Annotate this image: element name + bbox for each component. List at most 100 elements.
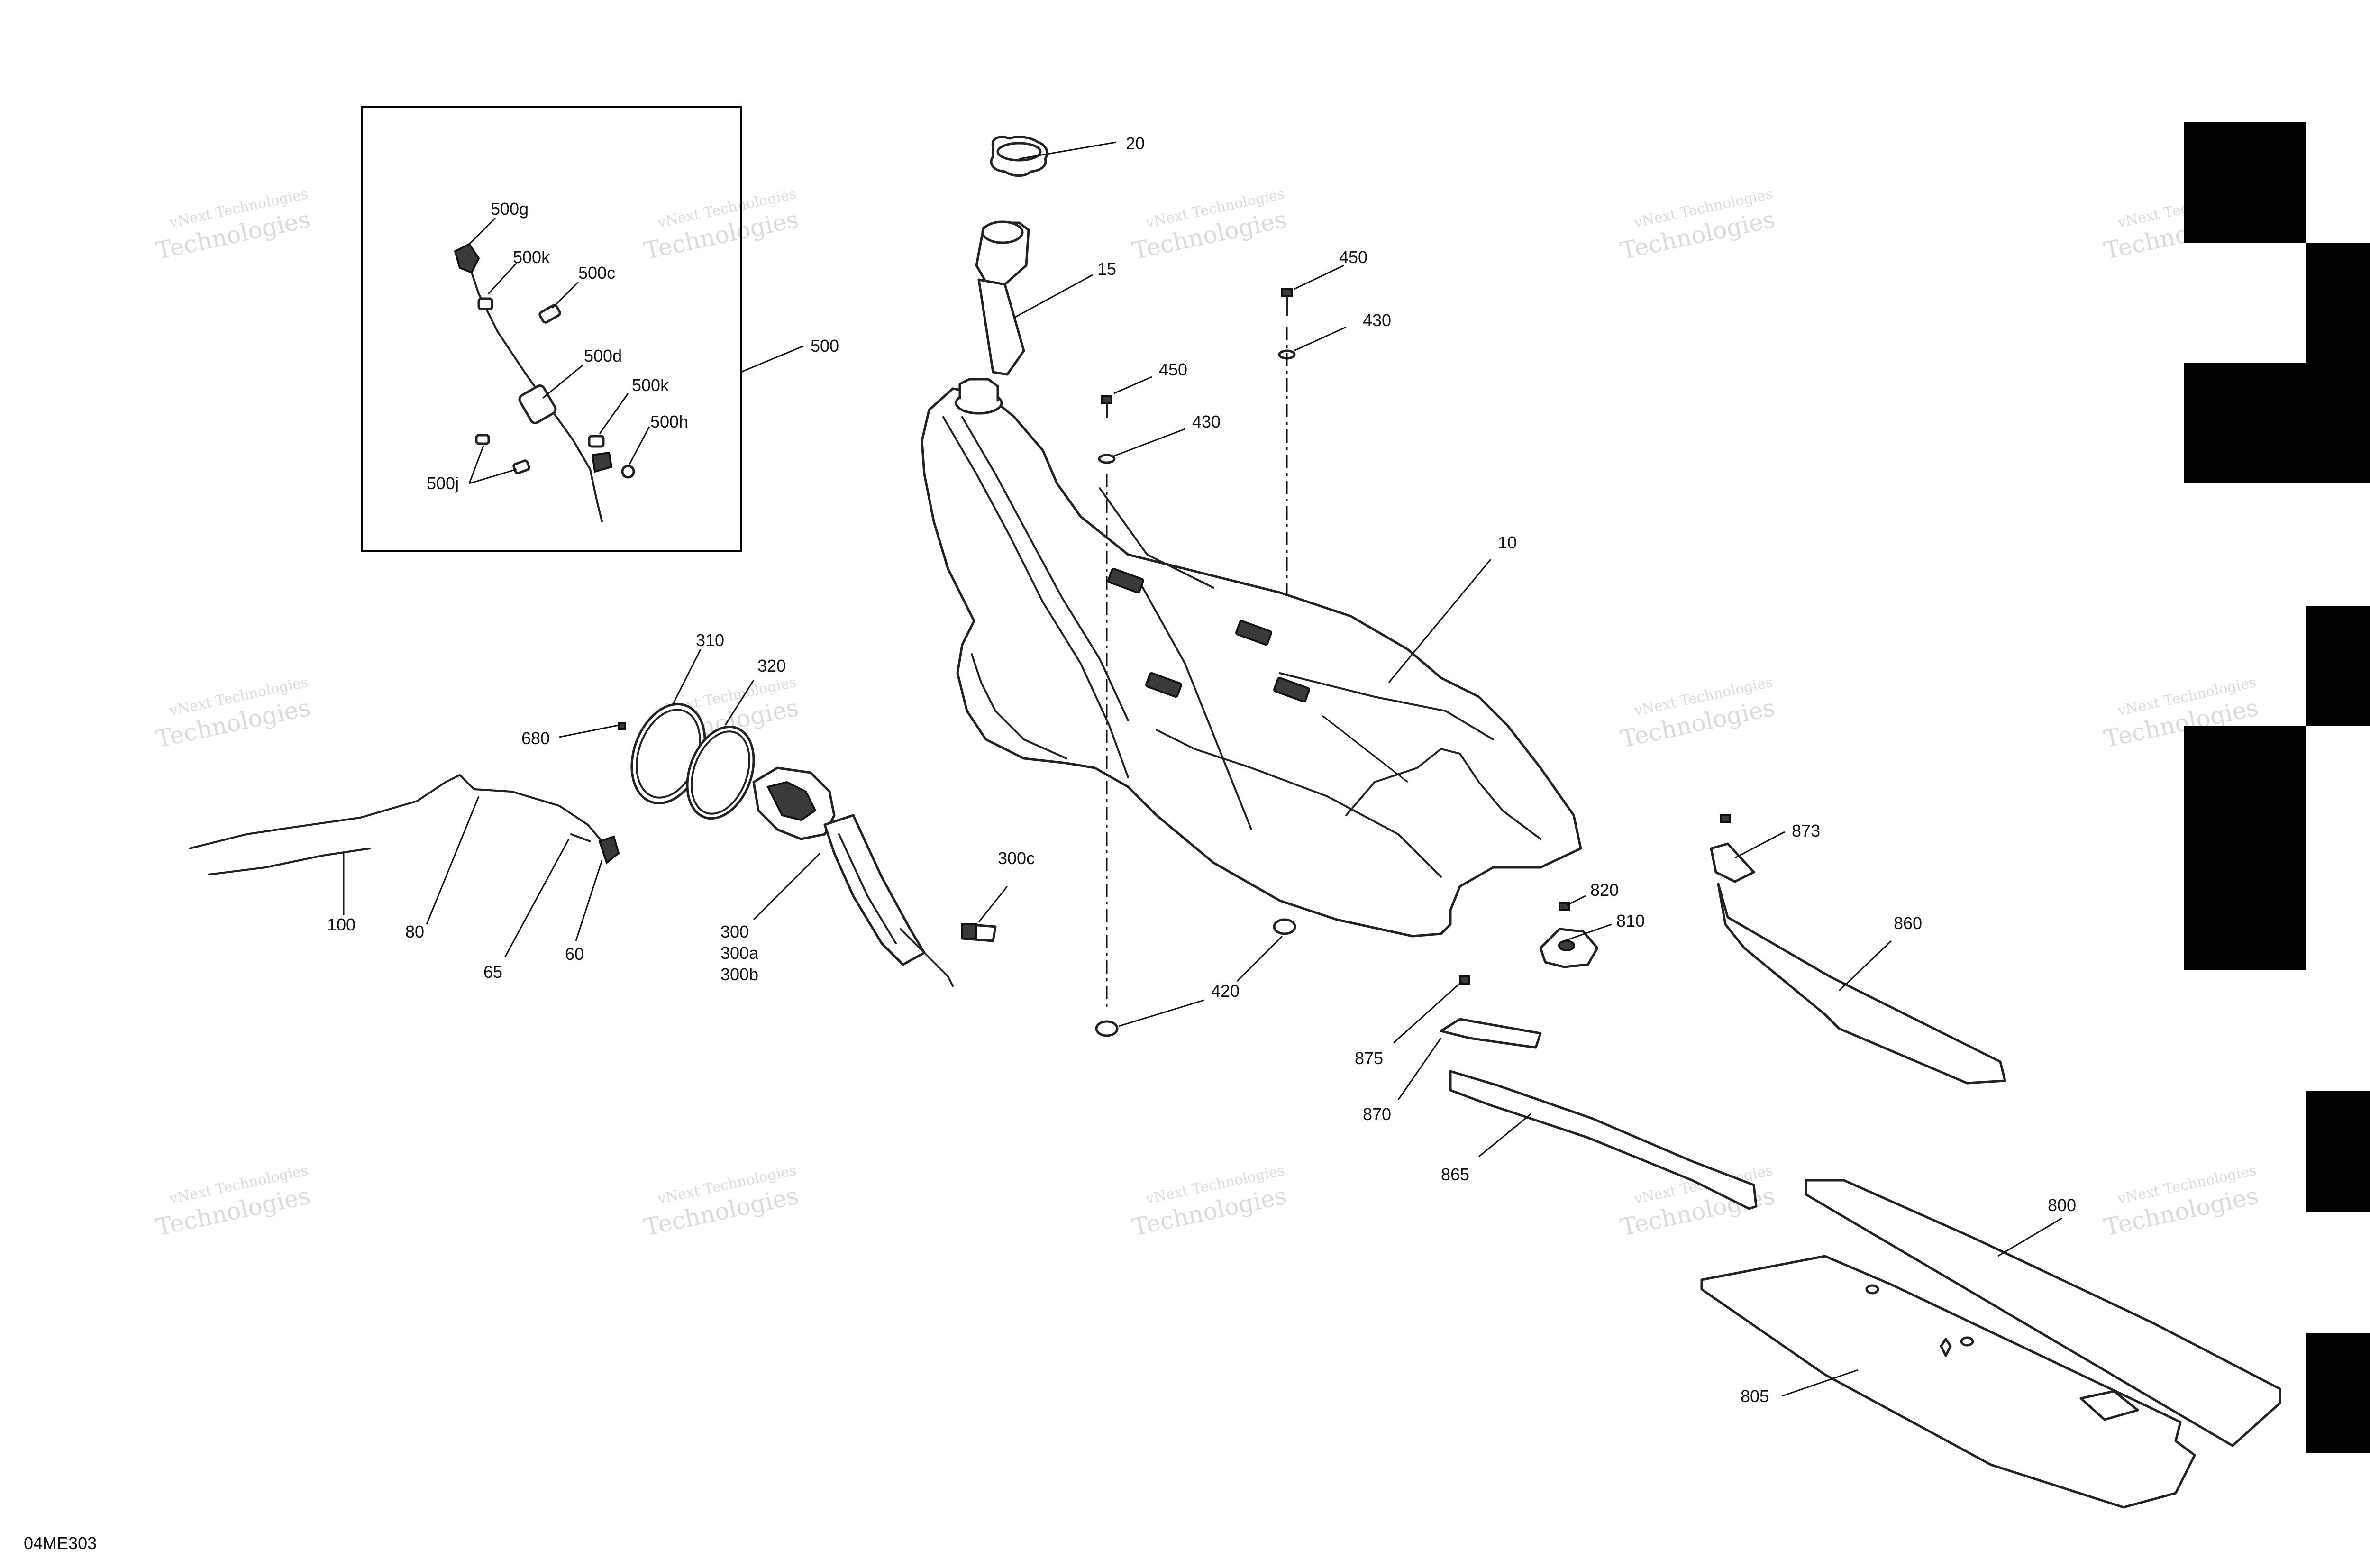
leader-500g — [466, 217, 496, 247]
leader-420b — [1236, 935, 1283, 982]
leader-10 — [1388, 559, 1492, 683]
callout-65: 65 — [483, 962, 502, 982]
pump-pickup-tube — [900, 928, 954, 987]
pump-body-rib — [838, 833, 897, 944]
heat-shields — [1700, 1179, 2281, 1509]
quick-connect-fitting — [598, 835, 620, 865]
callout-800: 800 — [2048, 1195, 2076, 1215]
leader-320 — [724, 680, 755, 726]
leader-500h — [627, 426, 650, 467]
leader-680 — [559, 724, 619, 738]
callout-500: 500 — [811, 336, 839, 356]
hose-clip — [475, 434, 490, 445]
leader-20 — [1019, 141, 1117, 160]
retaining-strap — [1449, 1070, 1758, 1210]
leader-430b — [1113, 428, 1185, 457]
heat-shield-cutout — [2079, 1390, 2139, 1421]
pump-filter-clip — [961, 923, 977, 939]
callout-300a: 300a — [720, 943, 759, 963]
leader-65 — [504, 839, 570, 958]
tank-contour — [1279, 672, 1494, 740]
callout-500j: 500j — [427, 474, 459, 493]
filler-neck-mouth — [981, 220, 1024, 244]
pump-flange-hub — [766, 781, 817, 821]
callout-500c: 500c — [578, 263, 615, 283]
callout-810: 810 — [1616, 911, 1645, 930]
tank-mount-tab — [1145, 672, 1182, 698]
fuel-tank — [921, 378, 1582, 938]
tank-rail — [942, 416, 1129, 778]
leader-420 — [1118, 999, 1204, 1027]
tank-rail — [961, 416, 1129, 721]
callout-310: 310 — [696, 630, 724, 650]
leader-805 — [1782, 1369, 1859, 1397]
watermark: vNext Technologies Technologies — [642, 186, 801, 265]
heat-shield-slot — [1940, 1338, 1952, 1357]
heat-shield-hole — [1960, 1336, 1974, 1347]
inset-frame — [361, 106, 742, 552]
index-tab — [2306, 606, 2370, 726]
callout-450-upper: 450 — [1339, 247, 1367, 267]
callout-680: 680 — [521, 729, 550, 748]
tank-contour — [1099, 487, 1214, 589]
index-tab — [2184, 726, 2306, 970]
leader-810 — [1564, 923, 1612, 942]
fuel-line — [189, 774, 603, 849]
callout-500k-lower: 500k — [632, 375, 669, 395]
watermark: vNext Technologies Technologies — [154, 674, 313, 753]
leader-500 — [740, 345, 804, 373]
tank-filler-spout-ring — [958, 378, 999, 402]
bracket-clip-hole — [1558, 940, 1575, 951]
fuel-pump-assembly — [559, 649, 1008, 987]
callout-870: 870 — [1363, 1104, 1391, 1124]
filler-cap-and-neck — [975, 136, 1117, 376]
leader-500d — [542, 364, 583, 399]
callout-865: 865 — [1441, 1165, 1469, 1184]
leader-875 — [1393, 980, 1463, 1044]
tank-mount-tab — [1273, 677, 1310, 702]
diagram-code: 04ME303 — [24, 1533, 97, 1553]
watermark: vNext Technologies Technologies — [1618, 186, 1778, 265]
watermark: vNext Technologies Technologies — [154, 1162, 313, 1241]
tank-body — [921, 387, 1582, 938]
edge-index-tabs — [2184, 122, 2370, 1453]
callout-450-lower: 450 — [1159, 360, 1187, 379]
callout-420: 420 — [1211, 981, 1240, 1001]
fuel-lines — [189, 774, 620, 958]
leader-873 — [1734, 831, 1785, 859]
callout-500h: 500h — [650, 412, 688, 431]
watermark: vNext Technologies Technologies — [642, 1162, 801, 1241]
tank-lower-recess — [1345, 748, 1541, 840]
bolt-head — [1281, 288, 1293, 297]
pump-gasket-inner — [691, 730, 750, 815]
callout-300: 300 — [720, 922, 749, 941]
callout-500k-upper: 500k — [513, 247, 550, 267]
heat-shield-upper — [1805, 1179, 2281, 1447]
strap-clip — [1710, 842, 1755, 883]
pump-gasket — [686, 725, 755, 820]
callout-80: 80 — [405, 922, 424, 941]
leader-10-extension — [1322, 715, 1408, 783]
tank-mount-tab — [1107, 568, 1144, 593]
leader-15 — [1014, 274, 1093, 319]
watermark: vNext Technologies Technologies — [2102, 1162, 2261, 1241]
index-tab — [2184, 122, 2306, 243]
leader-820 — [1566, 895, 1586, 906]
callout-820: 820 — [1590, 880, 1619, 900]
leader-500k-a — [487, 262, 518, 295]
callout-10: 10 — [1498, 533, 1517, 552]
grommet — [1095, 1020, 1119, 1037]
callout-100: 100 — [327, 915, 356, 934]
strap-clip — [1440, 1018, 1542, 1049]
callout-300b: 300b — [720, 965, 758, 984]
leader-80 — [426, 796, 480, 925]
watermark: vNext Technologies Technologies — [1130, 1162, 1289, 1241]
leader-60 — [575, 860, 603, 941]
tank-contour — [971, 653, 1067, 759]
watermark: vNext Technologies Technologies — [1130, 186, 1289, 265]
index-tab — [2184, 363, 2370, 483]
bracket-screw — [1559, 902, 1570, 911]
leader-500j — [468, 445, 517, 484]
check-valve — [591, 451, 613, 473]
